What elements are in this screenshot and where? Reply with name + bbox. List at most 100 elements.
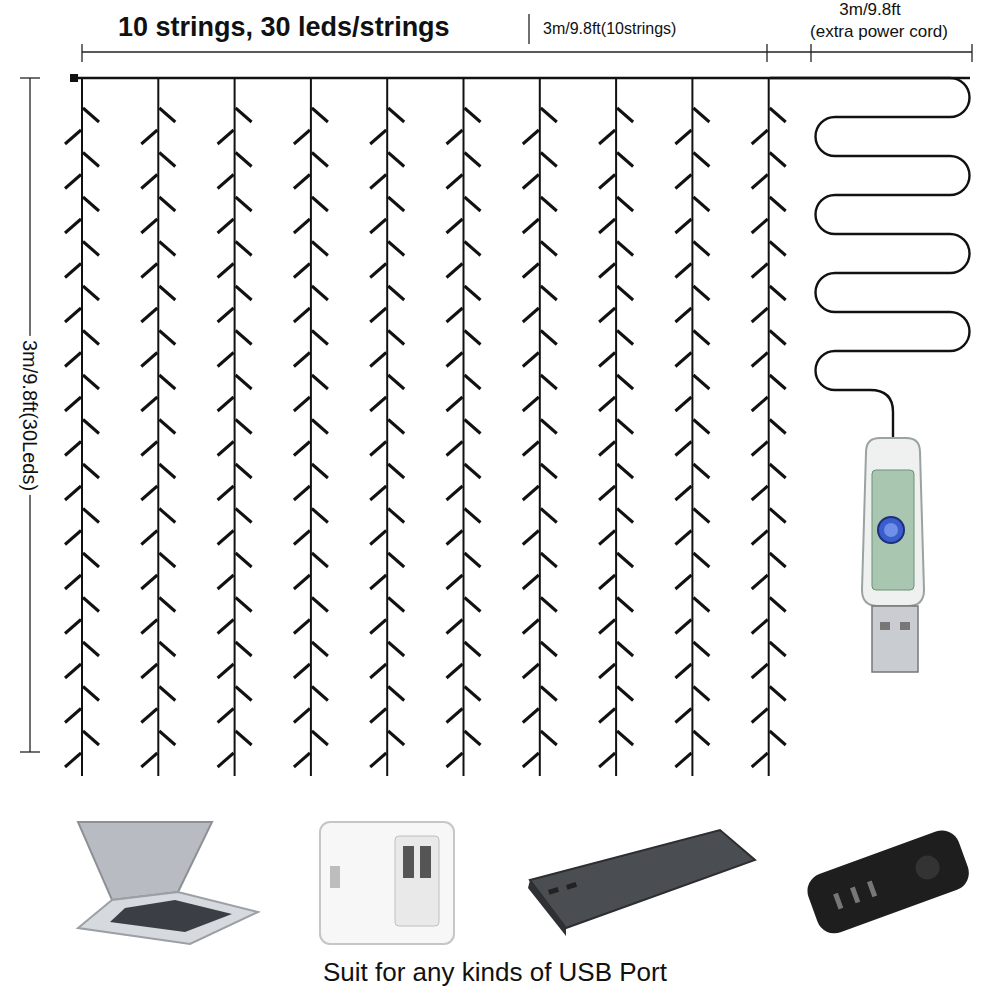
led-wire [65,486,81,500]
led-wire [141,175,157,189]
cord-length: 3m/9.8ft [839,0,900,20]
led-wire [617,286,633,300]
led-wire [218,353,234,367]
led-wire [388,731,404,745]
led-wire [141,442,157,456]
led-wire [294,130,310,144]
led-wire [83,153,99,167]
led-wire [770,286,786,300]
led-wire [141,486,157,500]
led-wire [693,687,709,701]
led-wire [675,397,691,411]
led-wire [141,130,157,144]
led-wire [523,264,539,278]
led-wire [463,78,465,776]
led-wire [141,709,157,723]
strings-count: 10 strings, 30 leds/strings [118,12,450,43]
led-wire [218,442,234,456]
led-wire [675,620,691,634]
led-wire [370,575,386,589]
led-wire [236,464,252,478]
led-wire [65,264,81,278]
led-wire [599,664,615,678]
led-wire [65,219,81,233]
led-wire [617,598,633,612]
led-wire [218,130,234,144]
led-wire [752,664,768,678]
led-wire [83,331,99,345]
led-wire [752,709,768,723]
led-wire [370,353,386,367]
led-wire [236,687,252,701]
led-wire [388,375,404,389]
led-wire [236,242,252,256]
led-wire [83,375,99,389]
led-wire [141,575,157,589]
led-wire [236,286,252,300]
led-wire [541,731,557,745]
led-wire [541,687,557,701]
led-wire [541,153,557,167]
led-wire [541,420,557,434]
usb-controller [862,438,924,672]
led-wire [218,664,234,678]
led-wire [159,687,175,701]
led-wire [65,353,81,367]
led-wire [310,78,312,776]
led-wire [294,353,310,367]
led-wire [617,242,633,256]
led-wire [523,664,539,678]
cord-note: (extra power cord) [810,22,948,42]
led-wire [312,553,328,567]
led-wire [599,175,615,189]
led-wire [370,175,386,189]
led-wire [465,331,481,345]
led-wire [541,553,557,567]
usb-charger-icon [320,822,454,944]
led-wire [752,575,768,589]
led-wire [599,575,615,589]
led-wire [236,553,252,567]
led-wire [541,642,557,656]
led-wire [523,397,539,411]
led-wire [675,219,691,233]
led-wire [447,397,463,411]
led-wire [159,331,175,345]
led-wire [388,509,404,523]
led-wire [465,509,481,523]
led-wire [83,598,99,612]
led-wire [83,420,99,434]
led-wire [465,598,481,612]
led-wire [770,420,786,434]
led-wire [599,219,615,233]
led-wire [141,753,157,767]
led-wire [617,509,633,523]
led-wire [65,175,81,189]
led-wire [447,620,463,634]
led-wire [693,509,709,523]
led-wire [294,264,310,278]
led-wire [370,219,386,233]
led-wire [752,264,768,278]
led-wire [617,731,633,745]
led-wire [65,575,81,589]
led-wire [617,642,633,656]
led-wire [447,308,463,322]
led-wire [447,175,463,189]
led-wire [218,175,234,189]
led-wire [236,420,252,434]
led-wire [294,575,310,589]
led-wire [141,664,157,678]
led-wire [693,197,709,211]
led-wire [617,108,633,122]
led-wire [675,709,691,723]
led-wire [693,464,709,478]
power-cord [770,78,970,440]
led-wire [675,486,691,500]
led-wire [65,130,81,144]
led-wire [693,731,709,745]
led-wire [65,308,81,322]
led-wire [693,153,709,167]
laptop-icon [78,822,258,944]
led-wire [770,331,786,345]
